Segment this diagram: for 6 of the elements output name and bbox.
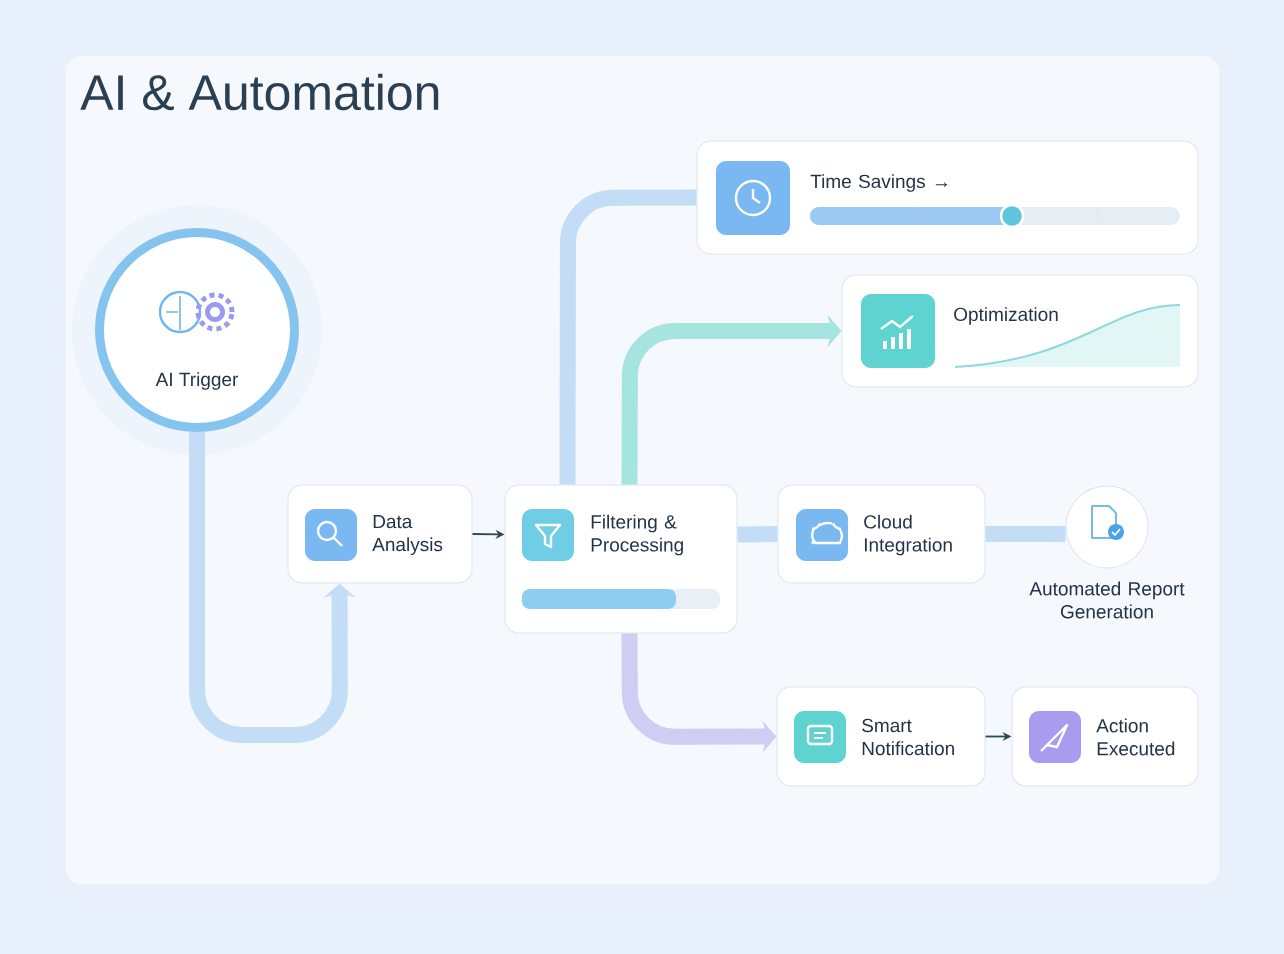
tube-connector	[621, 314, 842, 485]
tube-connector	[985, 526, 1066, 542]
title: AI & Automation	[80, 73, 439, 111]
tube-connector	[737, 526, 778, 543]
node-label: Automated Report Generation	[1029, 581, 1185, 619]
tube-connector	[559, 189, 697, 485]
